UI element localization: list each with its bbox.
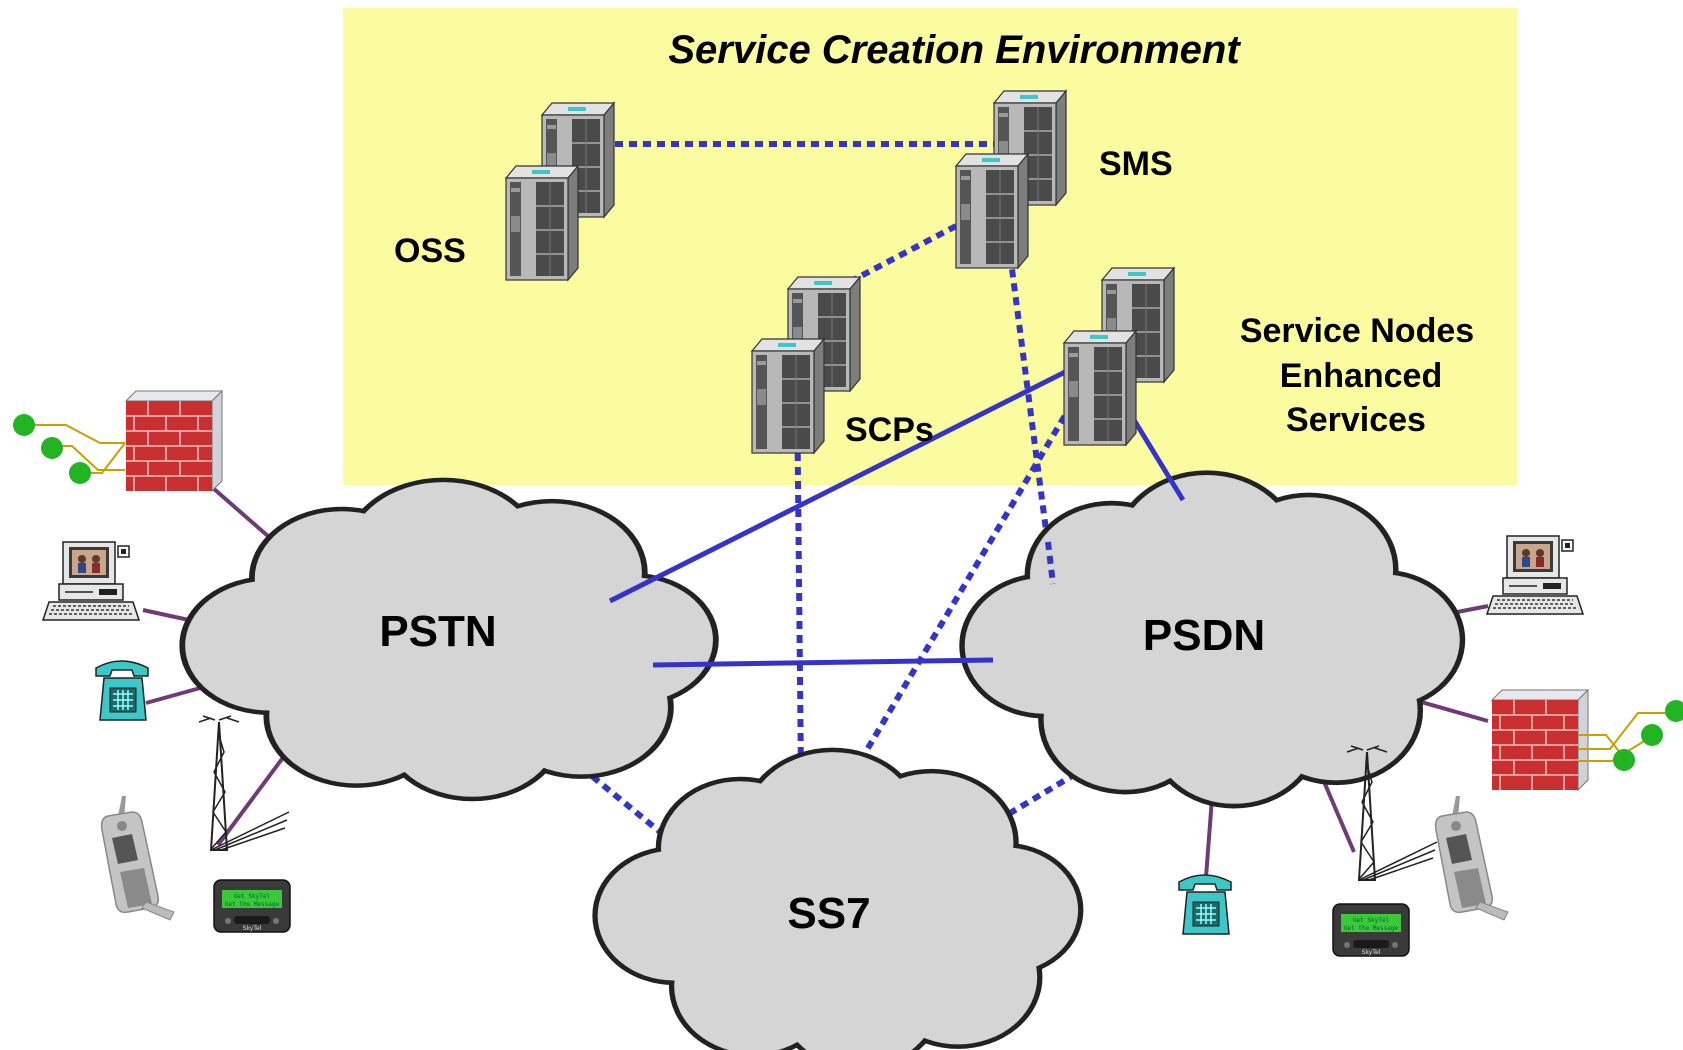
telephone-icon (95, 660, 149, 721)
diagram-title: Service Creation Environment (668, 28, 1241, 72)
firewall-icon (1491, 689, 1589, 791)
server-icon (1063, 330, 1137, 446)
server-icon (505, 165, 579, 281)
pstn-cloud: PSTN (185, 482, 713, 797)
link-pstn-psdn (652, 657, 994, 668)
link-servicenode-psdn (1128, 413, 1186, 502)
sms-label: SMS (1099, 145, 1173, 183)
link-servicenode-ss7 (852, 378, 1089, 772)
server-icon (955, 153, 1029, 269)
link-pstn-ss7 (558, 747, 667, 839)
data-links (608, 360, 1186, 668)
telephone-icon (1178, 874, 1232, 935)
oss-label: OSS (394, 232, 466, 270)
link-sms-psdn-tail (1045, 541, 1056, 585)
psdn-label: PSDN (1143, 611, 1265, 660)
services-label: Services (1286, 401, 1426, 439)
pager-icon: Get SkyTel Get the Message SkyTel (1332, 903, 1410, 957)
psdn-cloud: PSDN (965, 475, 1460, 804)
server-icon (751, 338, 825, 454)
mobile-phone-icon (1434, 795, 1509, 921)
pager-brand: SkyTel (1362, 949, 1381, 956)
scps-label: SCPs (845, 411, 934, 449)
link-scp-ss7 (794, 382, 804, 776)
computer-icon (42, 541, 140, 621)
pager-message: Get SkyTel (1353, 917, 1390, 924)
pager-brand: SkyTel (243, 925, 262, 932)
pager-message-2: Get the Message (1344, 925, 1399, 932)
pager-icon: Get SkyTel Get the Message SkyTel (213, 879, 291, 933)
link-sms-psdn (1000, 199, 1056, 585)
computer-icon (1486, 535, 1584, 615)
firewall-icon (125, 390, 223, 492)
ss7-label: SS7 (787, 889, 870, 938)
ss7-cloud: SS7 (598, 752, 1078, 1050)
service-nodes-label: Service Nodes (1240, 312, 1474, 350)
mobile-phone-icon (100, 795, 175, 921)
link-sms-scp (838, 223, 958, 290)
link-pstn-servicenode (608, 360, 1085, 604)
enhanced-label: Enhanced (1280, 357, 1442, 395)
right-network-nodes (1578, 700, 1683, 771)
pstn-label: PSTN (379, 607, 496, 656)
pager-message-2: Get the Message (225, 901, 280, 908)
pager-message: Get SkyTel (234, 893, 271, 900)
left-network-nodes (13, 414, 126, 484)
